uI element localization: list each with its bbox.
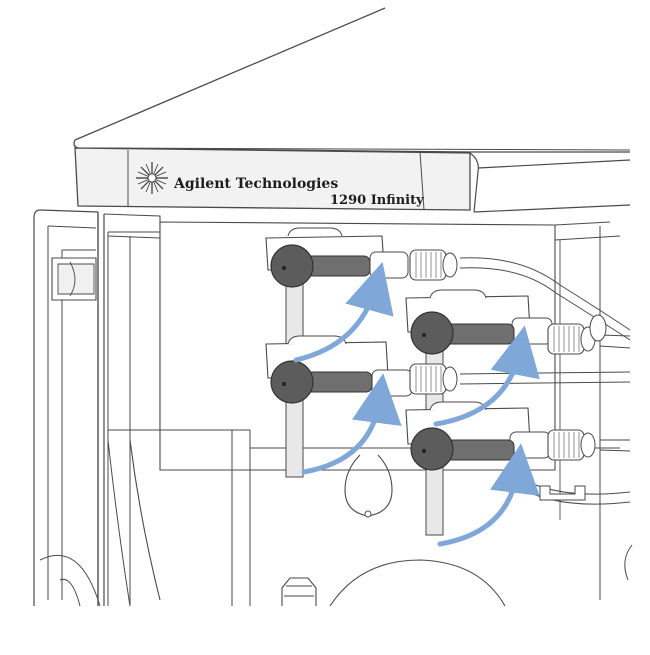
left-frame	[33, 209, 99, 606]
rotation-arrow-4	[437, 443, 540, 547]
module-lid	[73, 7, 631, 153]
capillary-nut-1	[409, 249, 458, 281]
valve-panel	[159, 221, 621, 606]
front-bezel	[74, 147, 631, 213]
rotation-arrow-3	[433, 325, 540, 427]
brand-label: Agilent Technologies	[173, 176, 338, 192]
rotation-arrow-2	[301, 373, 402, 475]
rotation-arrow-1	[293, 261, 394, 363]
capillary-nut-2	[409, 363, 458, 395]
capillary-nut-5	[589, 314, 607, 342]
model-label: 1290 Infinity	[330, 193, 424, 208]
rotation-arrows	[293, 261, 540, 547]
capillary-nut-4	[547, 429, 596, 461]
agilent-spark-logo	[136, 162, 168, 194]
capillary-nut-3	[547, 323, 596, 355]
bottom-fitting	[281, 544, 633, 607]
sample-loop	[344, 454, 586, 518]
